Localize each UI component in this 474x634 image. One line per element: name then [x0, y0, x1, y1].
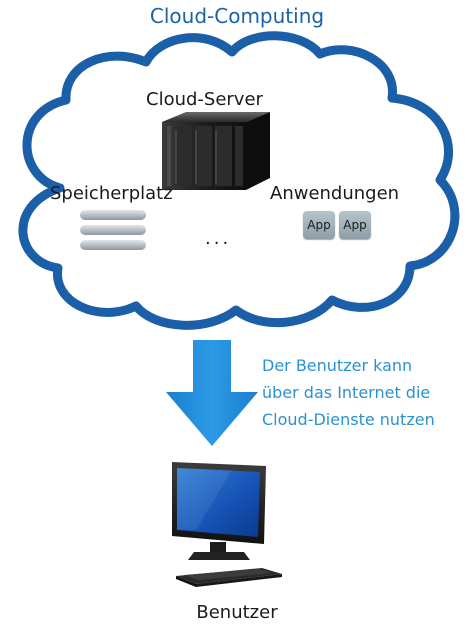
diagram-title: Cloud-Computing: [149, 4, 325, 28]
applications-label: Anwendungen: [270, 183, 400, 204]
app-tile: App: [339, 211, 371, 239]
user-label: Benutzer: [196, 602, 278, 623]
storage-disks-icon: [80, 210, 146, 250]
cloud-server-label: Cloud-Server: [146, 89, 263, 110]
storage-label: Speicherplatz: [50, 183, 173, 204]
more-services-ellipsis: ...: [205, 228, 232, 249]
app-tile: App: [303, 211, 335, 239]
down-arrow-icon: [166, 340, 258, 446]
caption-line: über das Internet die: [262, 383, 431, 402]
server-rack-icon: [162, 112, 270, 190]
caption-line: Der Benutzer kann: [262, 356, 413, 375]
arrow-caption: Der Benutzer kann über das Internet die …: [262, 352, 435, 433]
caption-line: Cloud-Dienste nutzen: [262, 410, 435, 429]
desktop-computer-icon: [172, 462, 282, 587]
